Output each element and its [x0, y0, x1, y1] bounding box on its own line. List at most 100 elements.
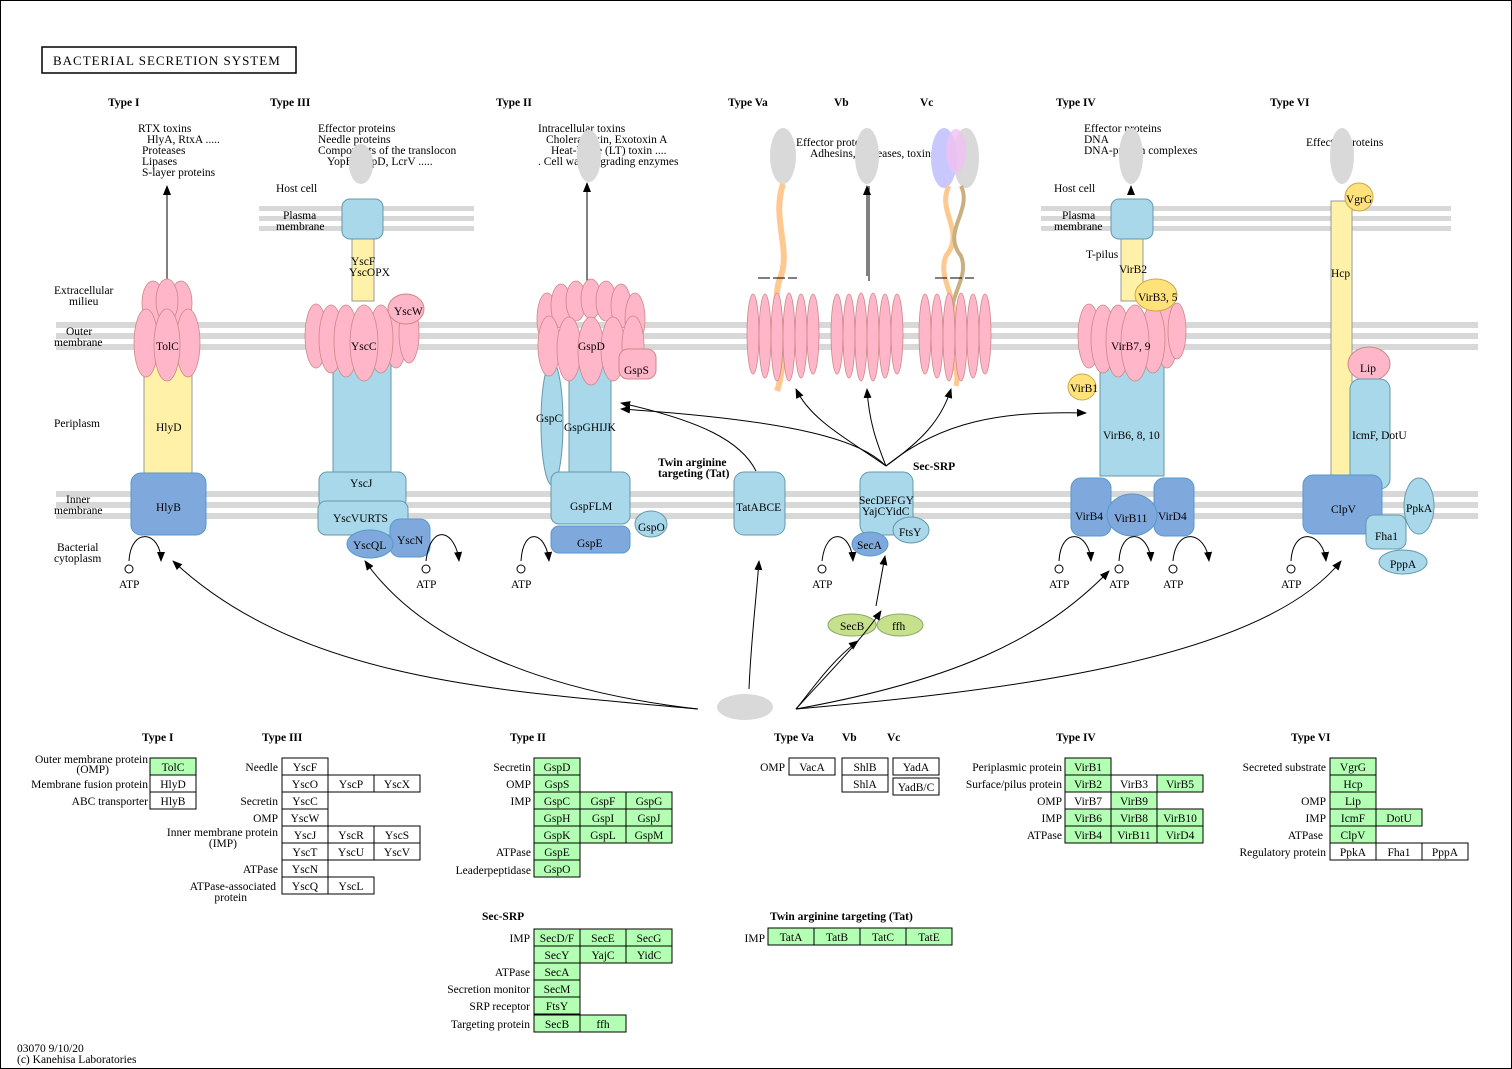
gene-cell-label: VirD4: [1166, 830, 1195, 842]
svg-text:ATP: ATP: [1281, 579, 1301, 591]
ftsy-label: FtsY: [899, 527, 922, 539]
protein-targeting-arrows: [172, 560, 1342, 710]
table-label: IMP: [1042, 813, 1062, 825]
yscn-label: YscN: [397, 535, 424, 547]
svg-text:Cholera toxin, Exotoxin A: Cholera toxin, Exotoxin A: [546, 134, 668, 146]
yscj-label: YscJ: [350, 478, 373, 490]
table-title-type-va: Type Va: [774, 732, 814, 744]
gene-cell[interactable]: [327, 876, 375, 895]
table-label: SRP receptor: [469, 1001, 530, 1013]
svg-text:ATP: ATP: [812, 579, 832, 591]
svg-text:S-layer proteins: S-layer proteins: [142, 167, 216, 179]
table-title-type-i: Type I: [142, 732, 174, 744]
gene-cell-label: YscX: [384, 779, 411, 791]
gene-cell[interactable]: [579, 1014, 627, 1033]
secretion-arrows: [163, 182, 1135, 283]
gene-cell[interactable]: [533, 996, 581, 1015]
table-label: Leaderpeptidase: [456, 865, 531, 877]
table-label: ATPase: [1027, 830, 1062, 842]
sec-srp-system: Sec-SRP SecDEFGY YajCYidC FtsY SecA SecB…: [827, 461, 955, 637]
table-label: protein: [214, 892, 247, 904]
svg-text:DNA: DNA: [1084, 134, 1110, 146]
gspc-label: GspC: [536, 413, 563, 425]
products-type-iii: Effector proteins Needle proteins Compon…: [318, 123, 457, 168]
products-type-v: Effector proteins Adhesins, proteases, t…: [796, 137, 953, 160]
gene-cell-label: YscC: [292, 796, 318, 808]
svg-text:ATP: ATP: [1049, 579, 1069, 591]
gene-cell[interactable]: [1421, 842, 1469, 861]
label-inner-1: Inner: [66, 494, 90, 506]
effector-protein-shapes: [349, 128, 1354, 188]
gene-cell-label: YscJ: [294, 830, 317, 842]
gene-cell[interactable]: [841, 774, 889, 793]
vc-head-pink: [946, 129, 966, 173]
table-title-type-vi: Type VI: [1291, 732, 1331, 744]
host-cell-label-t4: Host cell: [1054, 183, 1095, 195]
yscql-label: YscQL: [353, 540, 386, 552]
gene-cell[interactable]: [892, 777, 940, 796]
svg-text:HlyA, RtxA .....: HlyA, RtxA .....: [147, 134, 220, 146]
gene-cell[interactable]: [625, 825, 673, 844]
gene-cell[interactable]: [788, 757, 836, 776]
gene-cell-label: TatB: [826, 932, 849, 944]
svg-text:Intracellular toxins: Intracellular toxins: [538, 123, 626, 135]
gene-cell-label: YidC: [637, 950, 662, 962]
gene-cell[interactable]: [533, 859, 581, 878]
type-iii-system: YscF YscOPX YscC YscW YscJ YscVURTS YscN…: [304, 198, 431, 559]
gene-cell[interactable]: [892, 757, 940, 776]
table-label: ATPase: [1288, 830, 1323, 842]
gene-cell-label: YscL: [339, 881, 364, 893]
table-label: (IMP): [209, 838, 237, 850]
gene-cell-label: YscN: [292, 864, 319, 876]
tatabce-label: TatABCE: [736, 502, 781, 514]
gene-cell[interactable]: [1375, 808, 1423, 827]
svg-text:. Cell wall-degrading enzymes: . Cell wall-degrading enzymes: [538, 156, 679, 168]
footer-code: 03070 9/10/20: [17, 1043, 84, 1055]
sec-export-arrows: [620, 388, 1087, 607]
gene-cell-label: YscO: [292, 779, 318, 791]
tat-system: Twin arginine targeting (Tat) TatABCE: [658, 457, 786, 536]
gene-cell-label: GspH: [544, 813, 571, 825]
table-label: ATPase-associated: [190, 881, 276, 893]
gene-cell-label: ShlB: [853, 762, 876, 774]
label-cytoplasm-1: Bacterial: [57, 542, 99, 554]
table-title-type-vb: Vb: [842, 732, 857, 744]
gene-cell[interactable]: [905, 927, 953, 946]
table-label: Secreted substrate: [1243, 762, 1326, 774]
lip-label: Lip: [1360, 363, 1376, 375]
vird4-label: VirD4: [1158, 511, 1187, 523]
gene-cell-label: DotU: [1386, 813, 1412, 825]
table-label: ATPase: [243, 864, 278, 876]
gene-cell[interactable]: [149, 791, 197, 810]
table-title-type-ii: Type II: [510, 732, 546, 744]
gene-cell-label: VirB10: [1163, 813, 1197, 825]
gspghijk-label: GspGHIJK: [564, 422, 616, 434]
table-label: OMP: [760, 762, 785, 774]
gene-cell-label: SecA: [545, 967, 571, 979]
virb1-label: VirB1: [1070, 383, 1098, 395]
table-label: Targeting protein: [451, 1019, 530, 1031]
gene-cell[interactable]: [1156, 774, 1204, 793]
gene-cell-label: VirB6: [1074, 813, 1102, 825]
virb2-label: VirB2: [1119, 264, 1147, 276]
yscvurts-label: YscVURTS: [333, 513, 388, 525]
yscc-label: YscC: [351, 341, 377, 353]
gene-cell-label: YscF: [293, 762, 317, 774]
gene-cell[interactable]: [625, 945, 673, 964]
page-title: BACTERIAL SECRETION SYSTEM: [53, 53, 281, 68]
table-label: Needle: [245, 762, 278, 774]
gene-cell-label: SecG: [637, 933, 662, 945]
header-type-vb: Vb: [834, 97, 849, 109]
plasma-label-t3-1: Plasma: [283, 210, 316, 222]
header-type-vc: Vc: [920, 97, 933, 109]
gsps-label: GspS: [624, 365, 649, 377]
header-type-iv: Type IV: [1056, 97, 1096, 109]
pppa-label: PppA: [1390, 559, 1417, 571]
gene-cell[interactable]: [373, 842, 421, 861]
gene-cell[interactable]: [1156, 825, 1204, 844]
table-label: IMP: [510, 933, 530, 945]
gene-cell[interactable]: [373, 774, 421, 793]
